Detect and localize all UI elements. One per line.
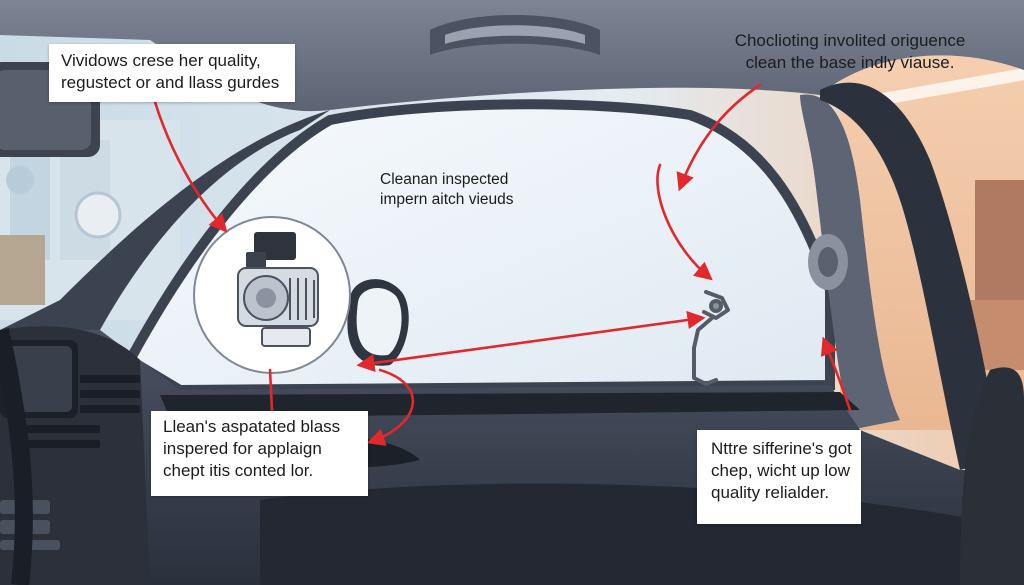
callout-line: Choclioting involited origuence <box>734 31 966 50</box>
callout-line: chept itis conted lor. <box>163 461 314 481</box>
b-pillar <box>800 94 900 430</box>
callout-line: Llean's aspatated blass <box>163 417 341 436</box>
callout-line: quality relialder. <box>711 483 830 503</box>
annotation-arrows <box>153 83 852 446</box>
callout-top-right: Choclioting involited origuence clean th… <box>700 30 1000 74</box>
callout-line: inspered for applaign <box>163 439 322 459</box>
callout-line: impern aitch vieuds <box>380 191 514 209</box>
callout-center: Cleanan inspected impern aitch vieuds <box>380 170 580 210</box>
steering-wheel <box>0 328 33 585</box>
seat <box>960 367 1024 585</box>
callout-line: regustect or and llass gurdes <box>61 73 280 93</box>
window-regulator-motor-icon <box>193 216 351 374</box>
door-frame-right <box>820 82 1000 470</box>
callout-bottom-left: Llean's aspatated blass inspered for app… <box>151 411 368 496</box>
air-vent <box>20 375 140 448</box>
a-pillar <box>0 110 330 360</box>
callout-line: Vividows crese her quality, <box>61 51 261 70</box>
callout-line: Nttre sifferine's got <box>711 439 852 458</box>
callout-line: Cleanan inspected <box>380 171 509 188</box>
callout-top-left: Vividows crese her quality, regustect or… <box>49 44 295 102</box>
callout-bottom-right: Nttre sifferine's got chep, wicht up low… <box>697 430 861 524</box>
callout-line: clean the base indly viause. <box>745 53 955 73</box>
callout-line: chep, wicht up low <box>711 461 850 481</box>
